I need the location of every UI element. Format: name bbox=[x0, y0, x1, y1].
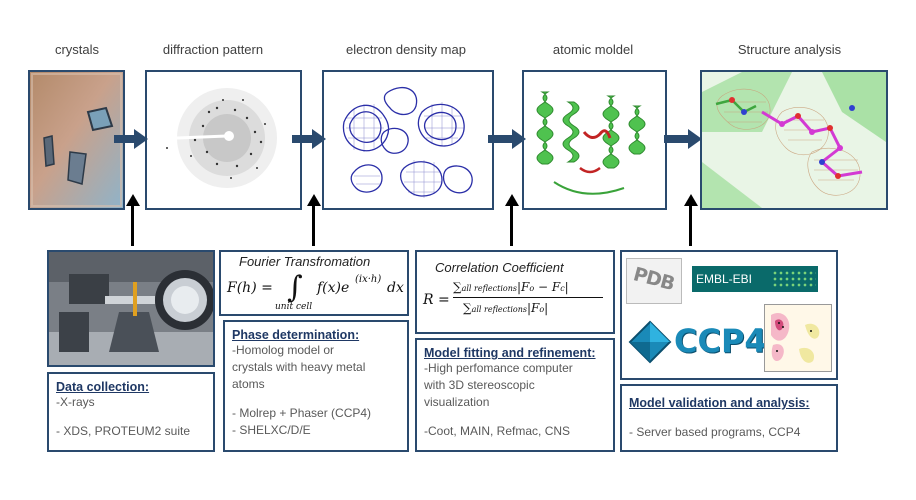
correlation-lhs: R = bbox=[423, 292, 450, 308]
stage-title-model: atomic moldel bbox=[552, 42, 634, 57]
up-arrow-line-3 bbox=[510, 204, 513, 246]
data-collection-photo bbox=[47, 250, 215, 367]
up-arrow-line-2 bbox=[312, 204, 315, 246]
model-heading: Model fitting and refinement: bbox=[424, 346, 596, 360]
phase-line-6: - SHELXC/D/E bbox=[232, 423, 311, 437]
structure-analysis-illustration bbox=[702, 72, 886, 208]
correlation-denominator: ∑all reflections|Fo| bbox=[463, 301, 549, 315]
phase-heading: Phase determination: bbox=[232, 328, 360, 342]
validation-line-1: - Server based programs, CCP4 bbox=[629, 425, 801, 439]
embl-dots bbox=[772, 270, 816, 288]
integral-sign: ∫ bbox=[287, 270, 303, 305]
fourier-title: Fourier Transfromation bbox=[239, 254, 371, 269]
model-line-2: with 3D stereoscopic bbox=[424, 378, 535, 392]
model-line-1: -High perfomance computer bbox=[424, 361, 573, 375]
atomic-model-illustration bbox=[524, 72, 665, 208]
stage-title-analysis: Structure analysis bbox=[737, 42, 842, 57]
up-arrow-head-3 bbox=[505, 194, 519, 206]
fourier-exponent: (ix·h) bbox=[355, 274, 382, 285]
data-collection-line-3: - XDS, PROTEUM2 suite bbox=[56, 424, 191, 438]
model-line-3: visualization bbox=[424, 395, 490, 409]
phase-line-2: crystals with heavy metal bbox=[232, 360, 366, 374]
crystals-illustration bbox=[30, 72, 123, 208]
diffraction-image bbox=[145, 70, 302, 210]
up-arrow-head-2 bbox=[307, 194, 321, 206]
diffractometer-illustration bbox=[49, 252, 213, 365]
ramachandran-plot bbox=[764, 304, 832, 372]
up-arrow-head-4 bbox=[684, 194, 698, 206]
logos-box: PDB EMBL-EBI CCP4 bbox=[620, 250, 838, 380]
ramachandran-plot-graphic bbox=[765, 305, 831, 371]
phase-determination-box: Phase determination: -Homolog model or c… bbox=[223, 320, 409, 452]
phase-line-3: atoms bbox=[232, 377, 265, 391]
ccp4-logo: CCP4 bbox=[628, 320, 767, 364]
pdb-logo-text: PDB bbox=[630, 263, 677, 296]
validation-heading: Model validation and analysis: bbox=[629, 396, 810, 410]
atomic-model-image bbox=[522, 70, 667, 210]
up-arrow-line-1 bbox=[131, 204, 134, 246]
correlation-numerator: ∑all reflections|Fo − Fc| bbox=[453, 280, 569, 294]
arrow-density-to-model bbox=[488, 129, 526, 149]
model-validation-box: Model validation and analysis: - Server … bbox=[620, 384, 838, 452]
correlation-title: Correlation Coefficient bbox=[435, 260, 564, 275]
structure-analysis-image bbox=[700, 70, 888, 210]
embl-ebi-logo-text: EMBL-EBI bbox=[696, 272, 753, 286]
model-fitting-box: Model fitting and refinement: -High perf… bbox=[415, 338, 615, 452]
fourier-box: Fourier Transfromation F(h) = ∫ f(x)e (i… bbox=[219, 250, 409, 316]
fourier-lhs: F(h) = bbox=[227, 280, 273, 296]
up-arrow-head-1 bbox=[126, 194, 140, 206]
ccp4-logo-text: CCP4 bbox=[674, 322, 767, 360]
diffraction-illustration bbox=[147, 72, 300, 208]
fourier-dx: dx bbox=[387, 280, 404, 296]
fourier-subscript: unit cell bbox=[275, 302, 313, 312]
stage-title-crystals: crystals bbox=[54, 42, 100, 57]
arrow-diffraction-to-density bbox=[292, 129, 326, 149]
phase-line-1: -Homolog model or bbox=[232, 343, 335, 357]
up-arrow-line-4 bbox=[689, 204, 692, 246]
arrow-crystals-to-diffraction bbox=[114, 129, 148, 149]
fourier-integrand: f(x)e bbox=[317, 280, 350, 296]
data-collection-heading: Data collection: bbox=[56, 380, 150, 394]
arrow-model-to-analysis bbox=[664, 129, 702, 149]
phase-line-5: - Molrep + Phaser (CCP4) bbox=[232, 406, 372, 420]
electron-density-illustration bbox=[324, 72, 492, 208]
correlation-box: Correlation Coefficient R = ∑all reflect… bbox=[415, 250, 615, 334]
data-collection-box: Data collection: -X-rays - XDS, PROTEUM2… bbox=[47, 372, 215, 452]
stage-title-density: electron density map bbox=[346, 42, 466, 57]
crystals-image bbox=[28, 70, 125, 210]
electron-density-image bbox=[322, 70, 494, 210]
stage-title-diffraction: diffraction pattern bbox=[162, 42, 264, 57]
correlation-fraction: ∑all reflections|Fo − Fc| ∑all reflectio… bbox=[453, 280, 613, 324]
ccp4-diamond-icon bbox=[628, 320, 672, 364]
pdb-logo: PDB bbox=[626, 258, 682, 304]
fraction-bar bbox=[453, 297, 603, 298]
embl-ebi-logo: EMBL-EBI bbox=[692, 266, 818, 292]
model-line-5: -Coot, MAIN, Refmac, CNS bbox=[424, 424, 571, 438]
data-collection-line-1: -X-rays bbox=[56, 395, 95, 409]
